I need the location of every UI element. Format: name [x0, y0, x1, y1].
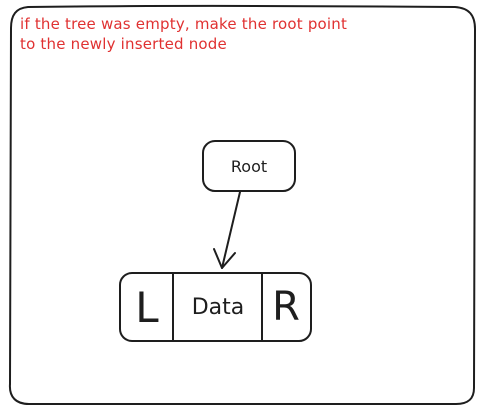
data-field-label: Data [191, 294, 245, 320]
arrowhead [213, 248, 236, 269]
outer-frame [8, 4, 476, 405]
tree-node-box [119, 272, 312, 342]
root-node-box [202, 140, 296, 192]
left-pointer-label: L [135, 282, 159, 332]
annotation-note: if the tree was empty, make the root poi… [20, 14, 472, 54]
root-node-label: Root [230, 156, 268, 176]
right-pointer-label: R [272, 284, 300, 330]
annotation-line-1: if the tree was empty, make the root poi… [20, 15, 348, 33]
annotation-line-2: to the newly inserted node [20, 35, 227, 53]
root-pointer-line [221, 191, 241, 269]
